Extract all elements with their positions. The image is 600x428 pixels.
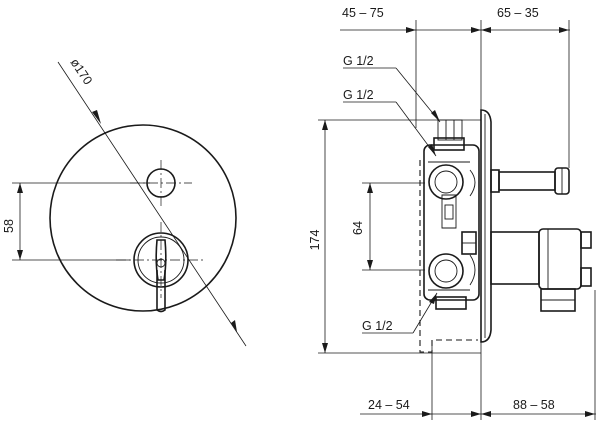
cover-plate-circle bbox=[49, 124, 237, 312]
connection-label-2: G 1/2 bbox=[343, 88, 374, 102]
bottom-left-range-label: 24 – 54 bbox=[368, 398, 410, 412]
height-174-label: 174 bbox=[308, 230, 322, 251]
top-left-range-label: 45 – 75 bbox=[342, 6, 384, 20]
side-view: 45 – 75 65 – 35 G 1/2 G 1/2 G 1/2 174 64 bbox=[308, 6, 596, 420]
connection-label-bottom: G 1/2 bbox=[362, 319, 393, 333]
connection-label-1: G 1/2 bbox=[343, 54, 374, 68]
diameter-leader bbox=[57, 61, 247, 347]
valve-body bbox=[423, 119, 480, 310]
cover-plate-side bbox=[480, 109, 492, 343]
mixer-cartridge bbox=[490, 228, 592, 312]
dimension-58-label: 58 bbox=[2, 219, 16, 233]
inlet-spacing-64-label: 64 bbox=[351, 221, 365, 235]
bottom-right-range-label: 88 – 58 bbox=[513, 398, 555, 412]
top-right-range-label: 65 – 35 bbox=[497, 6, 539, 20]
rough-in-outline bbox=[419, 160, 478, 353]
diverter-stem bbox=[490, 167, 570, 195]
front-view: 58 ø170 bbox=[2, 56, 247, 347]
